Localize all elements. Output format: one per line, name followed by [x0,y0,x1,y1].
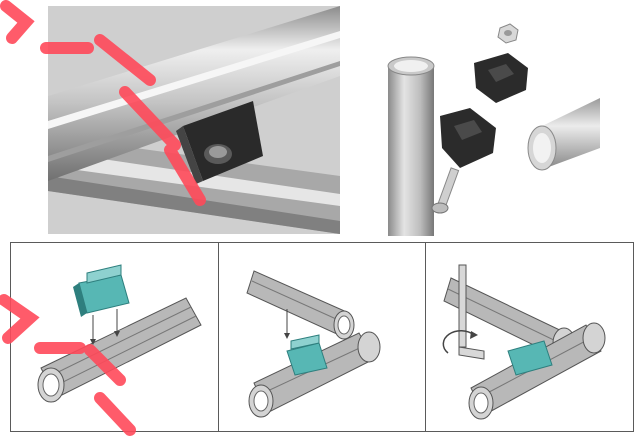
step-3-lower-tube [468,322,606,420]
step-2-panel [219,243,427,431]
upper-clamp-half [474,53,528,103]
hex-key-icon [458,264,485,360]
rotate-arrow-icon [442,329,479,354]
step-1-tube [37,297,202,403]
exploded-joint-photo [378,8,600,236]
step-3-panel [426,243,633,431]
vertical-tube [387,56,435,236]
step-2-connector-icon [286,334,328,376]
step-1-panel [11,243,219,431]
insert-arrow-icon [90,309,120,345]
step-1-connector-icon [73,264,130,317]
hex-nut [497,23,519,44]
lower-clamp-half [440,108,496,168]
step-2-upper-tube [246,270,355,340]
bolt [431,167,460,214]
assembly-steps [10,242,634,432]
step-3-connector-icon [507,340,553,376]
horizontal-tube [527,98,600,171]
lower-arrow-icon [283,309,290,339]
assembled-clamp-photo [48,6,340,234]
